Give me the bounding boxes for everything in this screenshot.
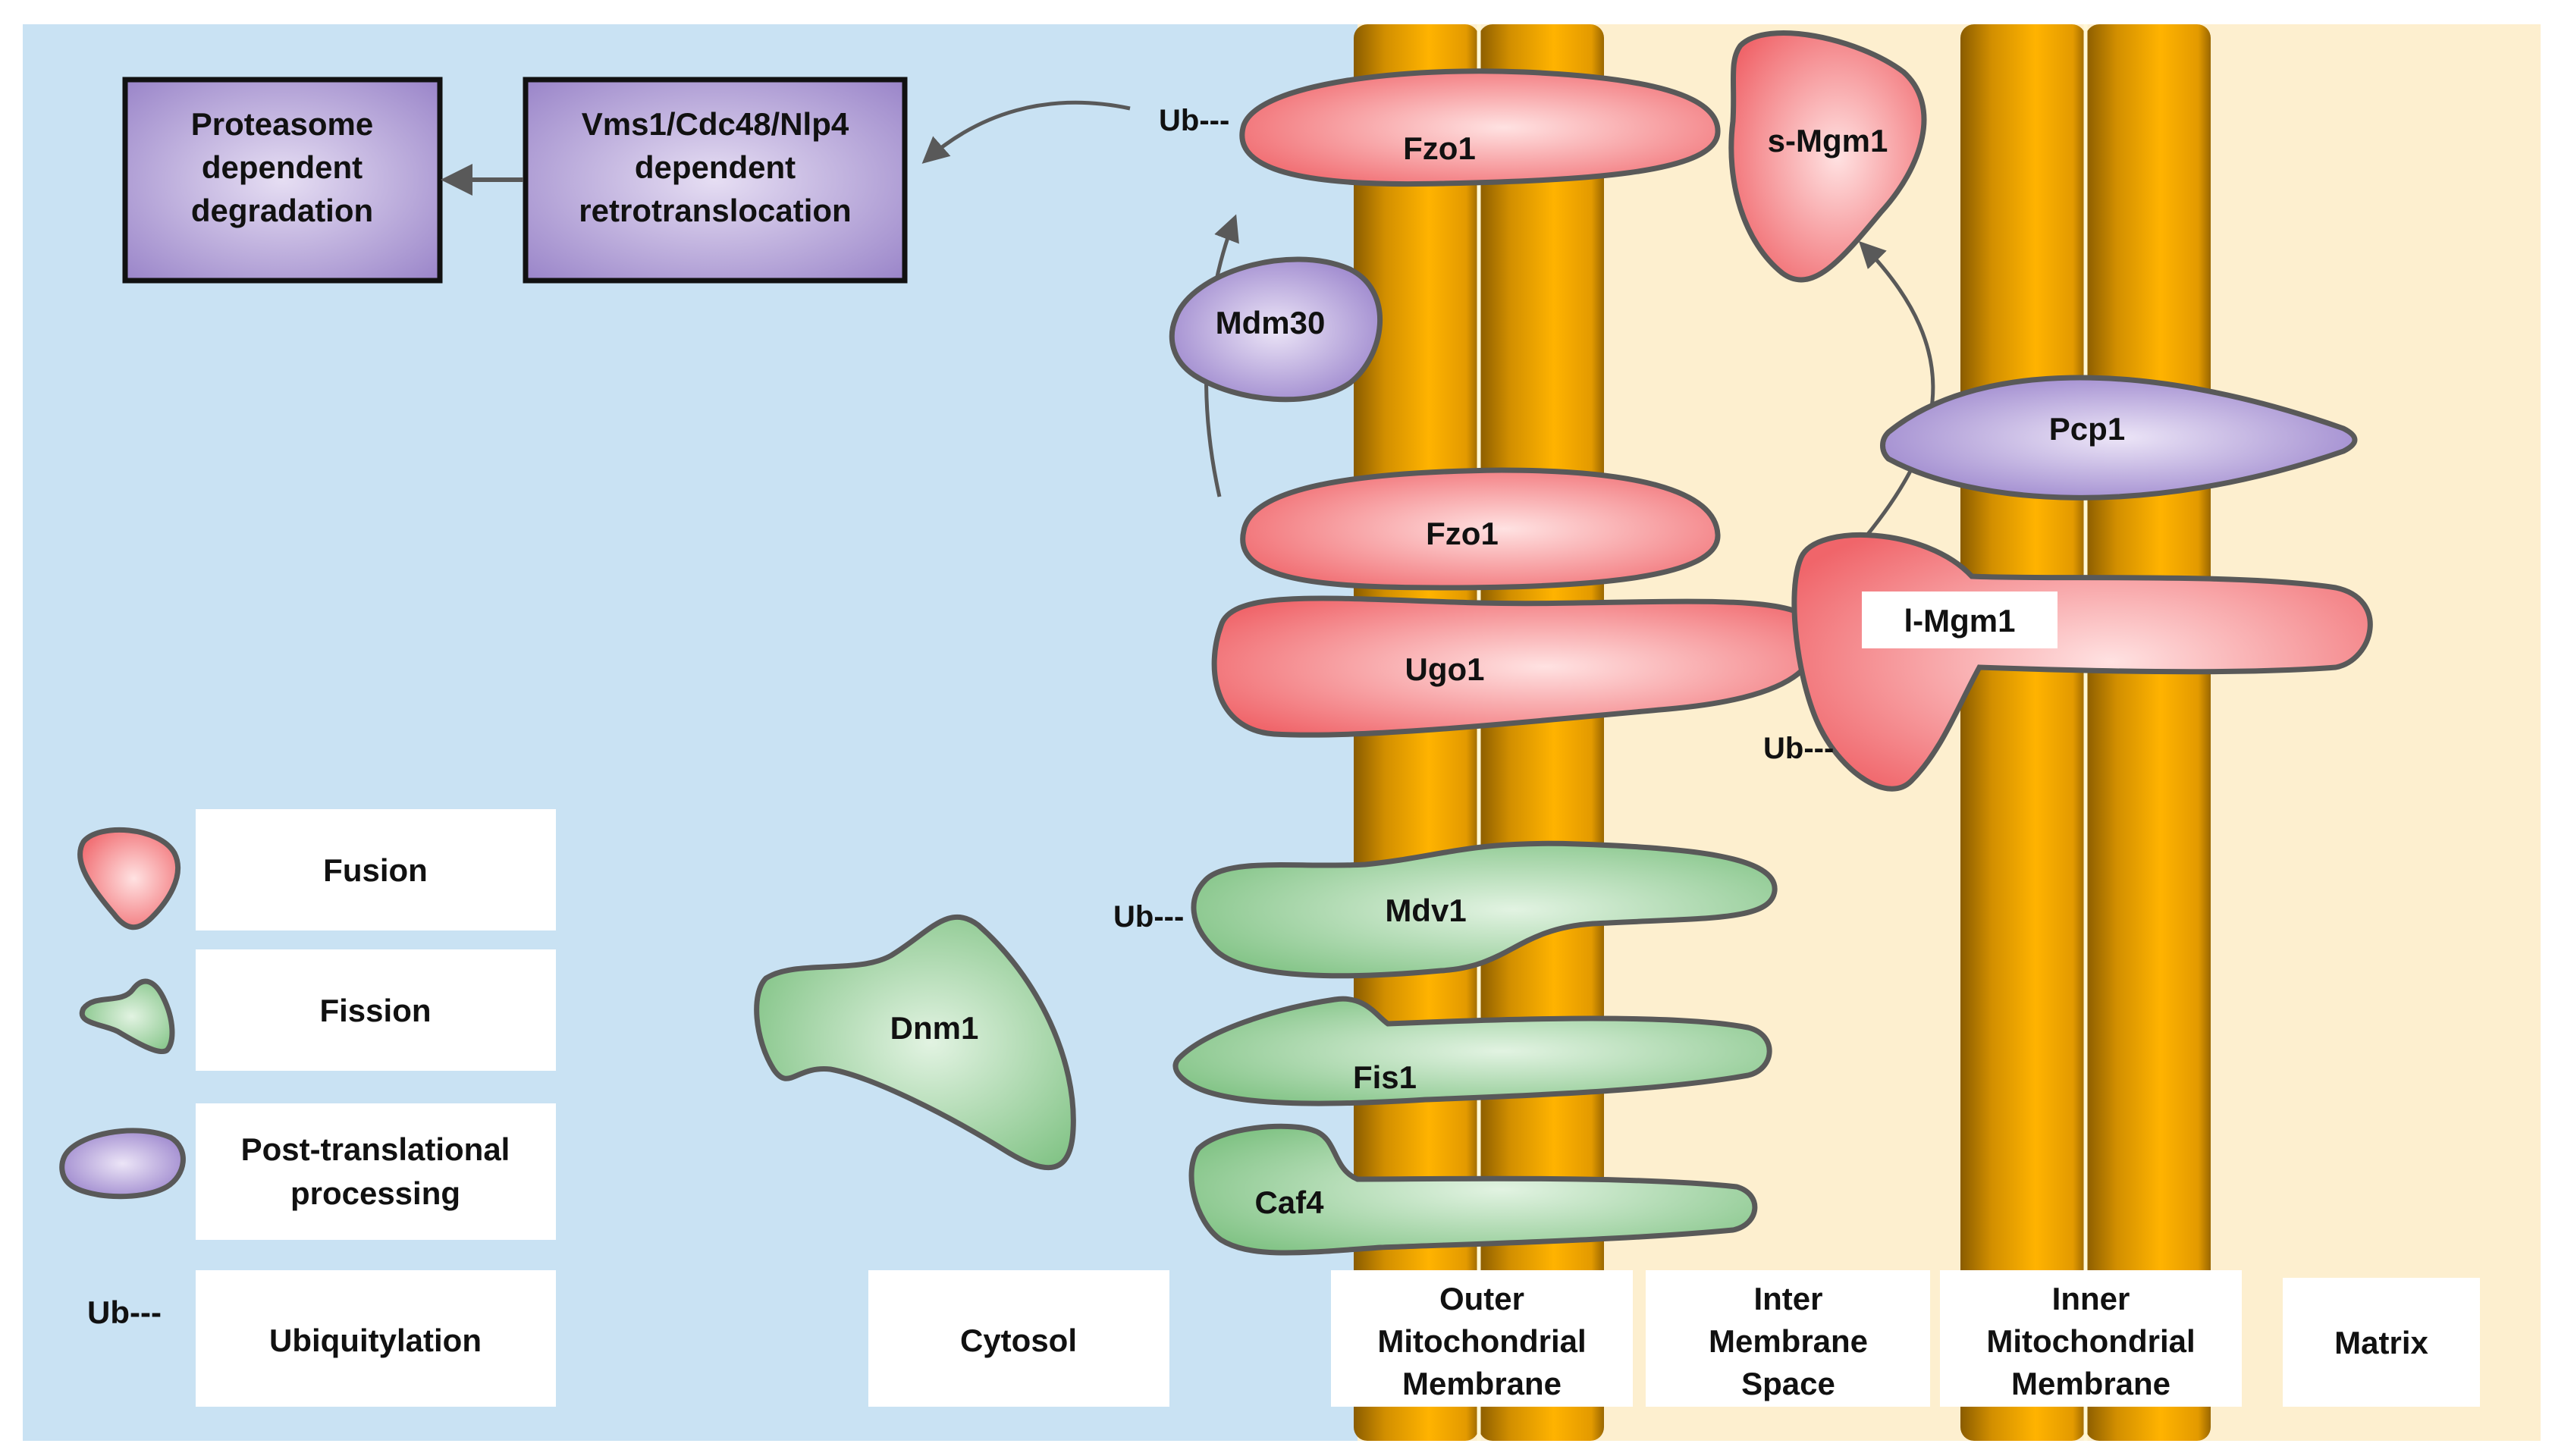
legend-fusion-icon: [77, 827, 180, 930]
legend: Fusion Fission Post-translational proces…: [59, 809, 556, 1407]
arrow-lmgm1-to-smgm1: [1857, 240, 1935, 548]
s-mgm1-label: s-Mgm1: [1768, 123, 1888, 158]
arrow-fzo1-to-retro: [921, 100, 1131, 164]
l-mgm1-label: l-Mgm1: [1904, 603, 2016, 639]
dnm1-protein: Dnm1: [754, 914, 1076, 1171]
legend-fusion-label: Fusion: [323, 852, 428, 888]
ub-tag-mdv1: Ub---: [1113, 900, 1184, 934]
ub-tag-fzo1: Ub---: [1159, 104, 1229, 137]
intermembrane-line-1: Inter: [1753, 1281, 1822, 1316]
l-mgm1-label-box: [1862, 592, 2057, 648]
proteasome-line-3: degradation: [191, 193, 373, 228]
legend-processing-line-1: Post-translational: [241, 1131, 510, 1167]
mdv1-protein: Mdv1: [1191, 840, 1778, 979]
caf4-protein: Caf4: [1188, 1123, 1758, 1256]
matrix-label: Matrix: [2334, 1325, 2428, 1360]
legend-processing-line-2: processing: [290, 1175, 460, 1211]
retrotranslocation-line-3: retrotranslocation: [579, 193, 851, 228]
caf4-label: Caf4: [1254, 1185, 1324, 1220]
s-mgm1-protein: s-Mgm1: [1728, 30, 1927, 283]
fzo1-bottom-protein: Fzo1: [1240, 467, 1721, 591]
legend-fission-icon: [79, 978, 175, 1054]
fzo1-top-protein: Fzo1: [1239, 68, 1721, 187]
mdm30-label: Mdm30: [1216, 305, 1326, 340]
legend-processing-box: [196, 1103, 556, 1240]
inner-membrane-line-1: Inner: [2052, 1281, 2130, 1316]
proteasome-line-2: dependent: [202, 149, 363, 185]
fzo1-bottom-label: Fzo1: [1426, 516, 1499, 551]
fis1-protein: Fis1: [1172, 996, 1772, 1106]
region-labels: Cytosol Outer Mitochondrial Membrane Int…: [868, 1270, 2480, 1407]
pcp1-label: Pcp1: [2049, 411, 2125, 447]
fzo1-top-label: Fzo1: [1403, 130, 1476, 166]
retrotranslocation-box: Vms1/Cdc48/Nlp4 dependent retrotransloca…: [523, 77, 908, 284]
legend-fusion-box: [196, 809, 556, 930]
fis1-label: Fis1: [1353, 1059, 1417, 1095]
inner-membrane-line-2: Mitochondrial: [1986, 1323, 2195, 1359]
ugo1-protein: Ugo1: [1211, 595, 1819, 738]
outer-membrane-label-box: [1331, 1270, 1633, 1407]
legend-ub-symbol: Ub---: [87, 1294, 162, 1330]
retrotranslocation-line-2: dependent: [635, 149, 796, 185]
retrotranslocation-line-1: Vms1/Cdc48/Nlp4: [582, 106, 849, 142]
legend-ubiquitylation-label: Ubiquitylation: [269, 1323, 482, 1358]
legend-ubiquitylation-box: [196, 1270, 556, 1407]
outer-membrane-line-2: Mitochondrial: [1377, 1323, 1586, 1359]
ugo1-label: Ugo1: [1405, 651, 1485, 687]
intermembrane-label-box: [1646, 1270, 1930, 1407]
mdm30-protein: Mdm30: [1169, 256, 1383, 403]
outer-membrane-line-1: Outer: [1439, 1281, 1524, 1316]
l-mgm1-protein: l-Mgm1: [1791, 532, 2373, 792]
proteasome-line-1: Proteasome: [191, 106, 373, 142]
intermembrane-line-2: Membrane: [1709, 1323, 1868, 1359]
mdv1-label: Mdv1: [1385, 893, 1466, 928]
inner-membrane-label-box: [1940, 1270, 2242, 1407]
inner-mitochondrial-membrane: [1960, 24, 2211, 1441]
inner-membrane-line-3: Membrane: [2011, 1366, 2170, 1401]
cytosol-label-box: [868, 1270, 1169, 1407]
pcp1-protein: Pcp1: [1880, 375, 2358, 500]
legend-fission-box: [196, 949, 556, 1071]
legend-processing-icon: [59, 1128, 186, 1200]
ub-tag-mgm1: Ub---: [1763, 732, 1834, 765]
proteasome-box: Proteasome dependent degradation: [122, 77, 443, 284]
matrix-label-box: [2283, 1278, 2480, 1407]
outer-membrane-line-3: Membrane: [1402, 1366, 1562, 1401]
cytosol-label: Cytosol: [960, 1323, 1077, 1358]
dnm1-label: Dnm1: [890, 1010, 979, 1046]
intermembrane-line-3: Space: [1741, 1366, 1835, 1401]
legend-fission-label: Fission: [319, 993, 431, 1028]
